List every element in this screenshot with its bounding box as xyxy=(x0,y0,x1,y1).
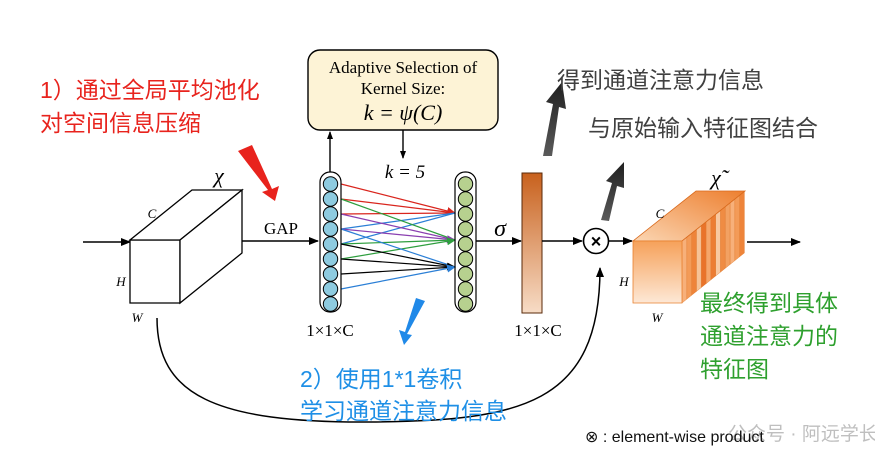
cube-channel-slice xyxy=(686,232,692,300)
cube-channel-slice xyxy=(701,221,707,289)
node-circle xyxy=(457,266,474,282)
kernel-box-line2: Kernel Size: xyxy=(361,79,446,98)
dims-label-b: 1×1×C xyxy=(514,321,562,340)
kernel-formula: k = ψ(C) xyxy=(364,100,443,125)
node-circle xyxy=(322,236,339,252)
cube-channel-slice xyxy=(739,190,745,258)
cube-c-label: C xyxy=(148,206,157,221)
combine-up-arrow xyxy=(601,162,624,221)
sigmoid-weights-bar xyxy=(521,172,543,314)
node-circle xyxy=(322,221,339,237)
node-circle xyxy=(322,281,339,297)
attention-up-arrow xyxy=(543,82,566,156)
cube-h-label: H xyxy=(115,274,126,289)
kernel-box-line1: Adaptive Selection of xyxy=(329,58,478,77)
node-circle xyxy=(322,206,339,222)
multiply-operator xyxy=(582,227,610,255)
node-circle xyxy=(457,176,474,192)
cube-channel-slice xyxy=(696,225,702,292)
input-feature-cube xyxy=(128,188,244,305)
output-feature-cube xyxy=(631,190,747,304)
attention-info-text: 得到通道注意力信息 xyxy=(557,67,764,93)
conv-output-column xyxy=(454,171,477,313)
node-circle xyxy=(457,296,474,312)
node-circle xyxy=(322,251,339,267)
node-circle xyxy=(457,236,474,252)
step1-annotation-line1: 1）通过全局平均池化 xyxy=(40,77,260,103)
node-circle xyxy=(322,191,339,207)
node-circle xyxy=(457,221,474,237)
chi-tilde-label: χ̃ xyxy=(709,165,730,190)
cube-channel-slice xyxy=(691,229,697,296)
step2-annotation-line2: 学习通道注意力信息 xyxy=(300,398,507,424)
combine-info-text: 与原始输入特征图结合 xyxy=(588,115,818,141)
node-circle xyxy=(457,191,474,207)
dims-label-a: 1×1×C xyxy=(306,321,354,340)
multiply-symbol: × xyxy=(591,232,602,252)
blue-pointer-arrow xyxy=(399,298,425,345)
cube-channel-slice xyxy=(710,213,716,281)
step1-annotation-line2: 对空间信息压缩 xyxy=(40,110,201,136)
gap-label: GAP xyxy=(264,219,298,238)
node-circle xyxy=(322,266,339,282)
gap-output-column xyxy=(319,171,342,313)
result-annotation-line2: 通道注意力的 xyxy=(700,323,838,349)
cube-channel-slice xyxy=(720,205,726,273)
skip-connection-path xyxy=(156,267,604,423)
element-wise-legend: ⊗ : element-wise product xyxy=(585,429,764,446)
cube-channel-slice xyxy=(715,209,721,277)
sigma-label: σ xyxy=(494,216,507,242)
cube-channel-slice xyxy=(725,202,731,269)
cube-channel-slice xyxy=(681,236,687,304)
watermark-text: 公众号 · 阿远学长 xyxy=(728,423,875,445)
node-circle xyxy=(457,281,474,297)
result-annotation-line1: 最终得到具体 xyxy=(700,290,838,316)
cube-channel-slice xyxy=(729,198,735,265)
node-circle xyxy=(457,206,474,222)
conv-connection-lines xyxy=(340,183,456,290)
cube-channel-slice xyxy=(705,217,711,285)
red-pointer-arrow xyxy=(238,145,279,201)
step2-annotation-line1: 2）使用1*1卷积 xyxy=(300,366,462,392)
node-circle xyxy=(457,251,474,267)
node-circle xyxy=(322,176,339,192)
node-circle xyxy=(322,296,339,312)
chi-label: χ xyxy=(212,163,225,188)
cube-channel-slice xyxy=(734,194,740,262)
out-cube-c-label: C xyxy=(656,206,665,221)
cube-w-label: W xyxy=(132,310,144,325)
out-cube-h-label: H xyxy=(618,274,629,289)
out-cube-w-label: W xyxy=(652,310,664,325)
result-annotation-line3: 特征图 xyxy=(700,356,769,382)
k-equals-label: k = 5 xyxy=(385,162,425,183)
